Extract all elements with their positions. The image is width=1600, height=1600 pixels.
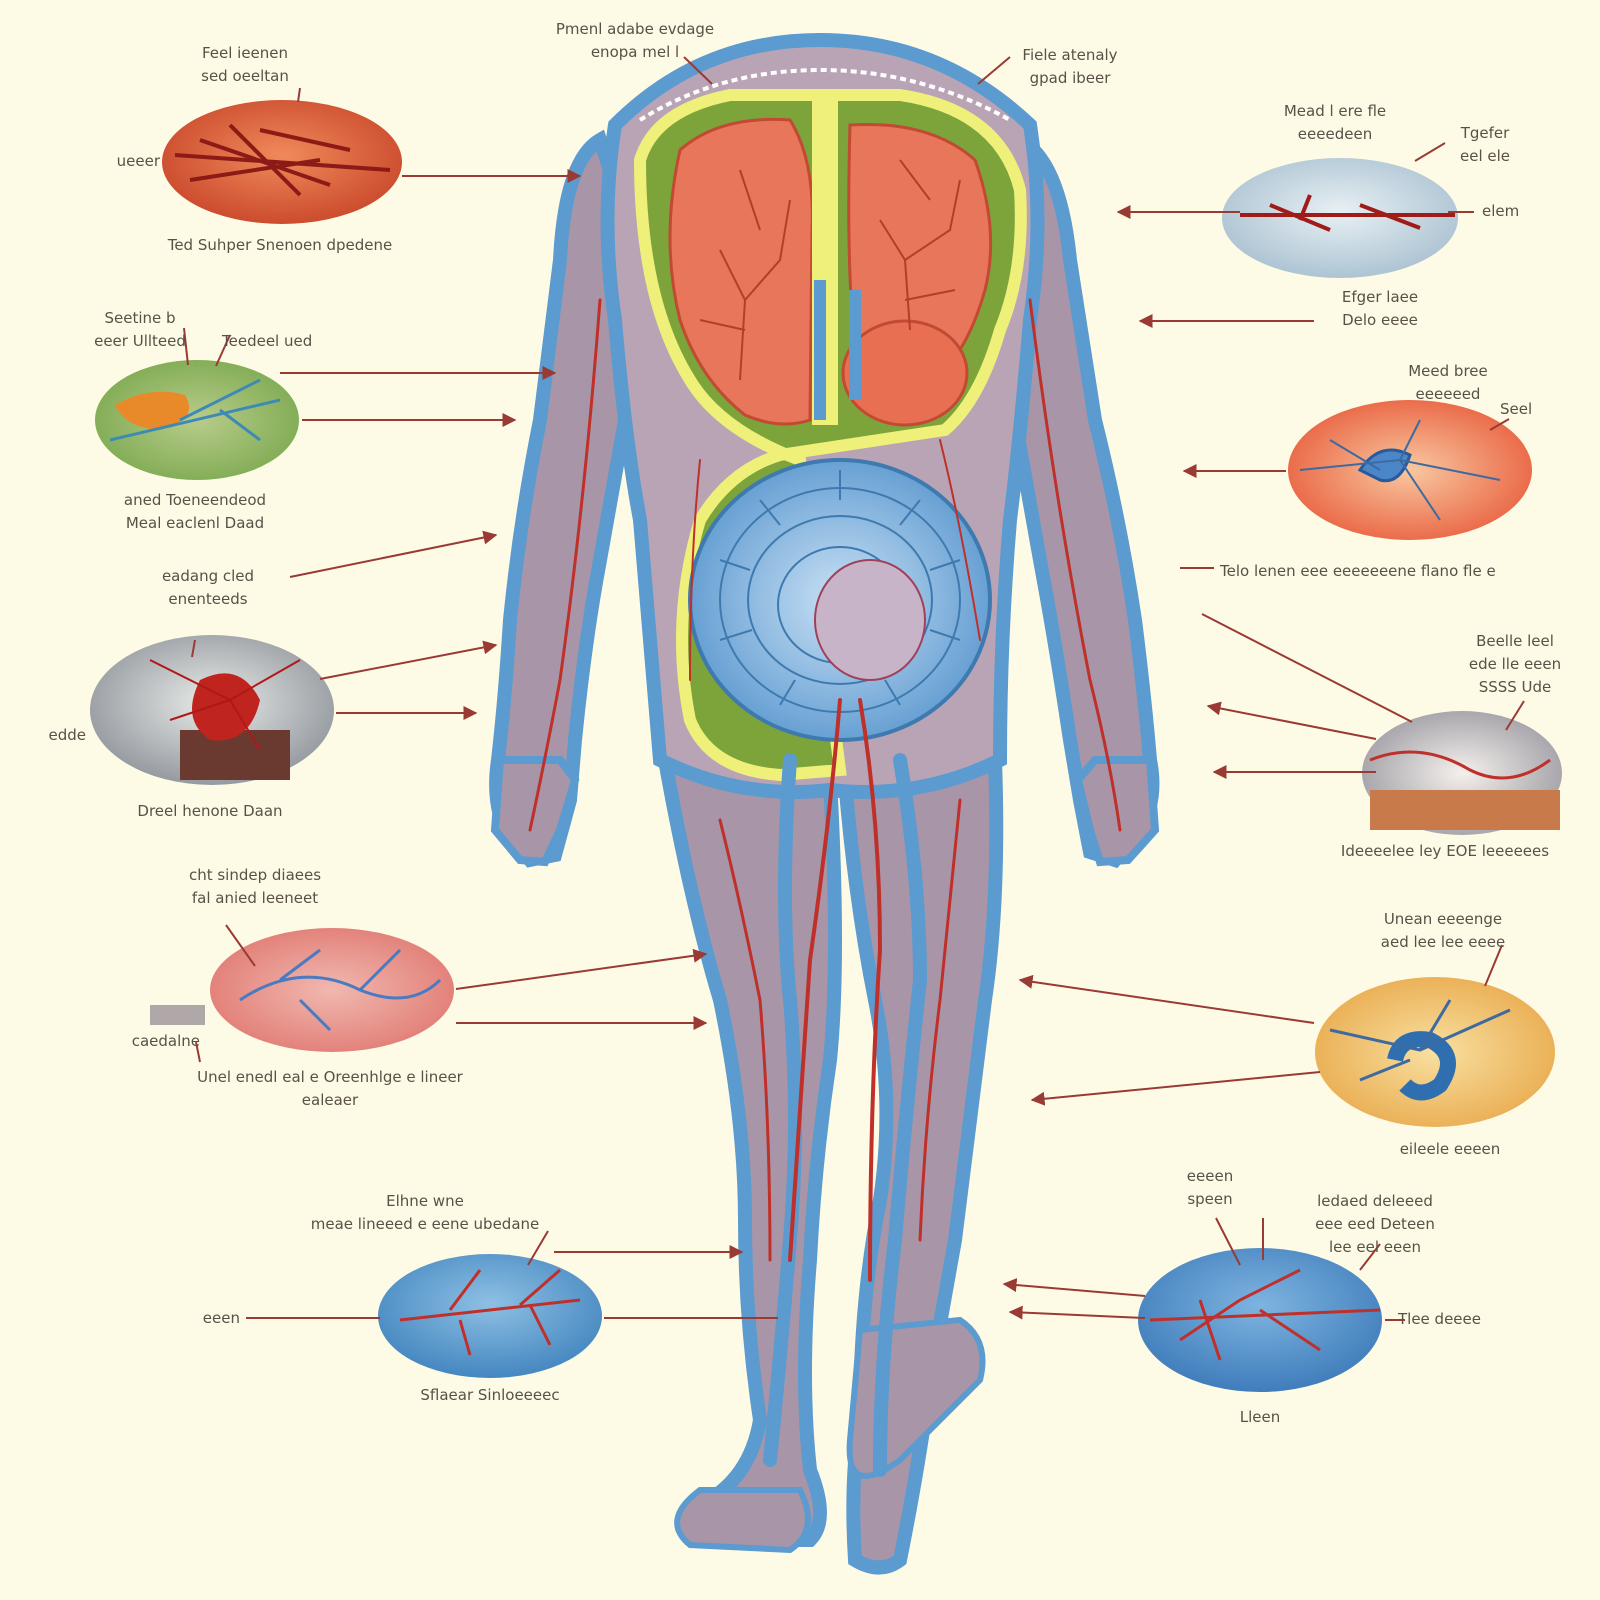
label-r1-heading: Mead l ere fle eeeedeen bbox=[1283, 102, 1387, 143]
body-figure bbox=[489, 32, 1160, 1575]
label-l3-caption: Dreel henone Daan bbox=[137, 802, 283, 820]
label-l3-side: edde bbox=[48, 726, 87, 744]
label-r3-heading: Beelle leel ede lle eeen SSSS Ude bbox=[1468, 632, 1562, 696]
label-l5-side: eeen bbox=[202, 1309, 240, 1327]
label-r5-caption: Lleen bbox=[1239, 1408, 1281, 1426]
leader-lines bbox=[183, 56, 1525, 1321]
label-r5-heading-1: eeeen speen bbox=[1186, 1167, 1234, 1208]
label-l1-side: ueeer bbox=[116, 152, 160, 170]
vignette-r5 bbox=[1138, 1248, 1382, 1392]
right-lung bbox=[847, 122, 993, 382]
vignette-l4 bbox=[150, 928, 454, 1052]
label-l4-caption: Unel enedl eal e Oreenhlge e lineer eale… bbox=[197, 1068, 463, 1109]
label-l2-caption: aned Toeneendeod Meal eaclenl Daad bbox=[123, 491, 267, 532]
vignette-l5 bbox=[378, 1254, 602, 1378]
left-foot bbox=[674, 1487, 811, 1554]
vignette-l3 bbox=[90, 635, 334, 785]
left-lung bbox=[668, 117, 814, 426]
label-r1-side-2: elem bbox=[1482, 202, 1520, 220]
label-top-2: Fiele atenaly gpad ibeer bbox=[1022, 46, 1118, 87]
label-top-1: Pmenl adabe evdage enopa mel l bbox=[555, 20, 715, 61]
label-l4-side: caedalne bbox=[131, 1032, 200, 1050]
mesentery bbox=[814, 559, 926, 681]
vignette-r3 bbox=[1362, 711, 1562, 835]
label-l4-heading: cht sindep diaees fal anied leeneet bbox=[188, 866, 322, 907]
label-l1-caption: Ted Suhper Snenoen dpedene bbox=[167, 236, 393, 254]
vignette-l1 bbox=[162, 100, 402, 224]
vignette-r1 bbox=[1222, 158, 1458, 278]
label-r2-heading: Meed bree eeeeeed bbox=[1408, 362, 1488, 403]
vessel-network bbox=[528, 298, 1122, 1477]
label-r1-side: Tgefer eel ele bbox=[1459, 124, 1511, 165]
left-leg bbox=[656, 751, 842, 1547]
label-r3-caption: Ideeeelee ley EOE leeeeees bbox=[1340, 842, 1550, 860]
label-l1-heading: Feel ieenen sed oeeltan bbox=[201, 44, 289, 85]
vignette-r2 bbox=[1288, 400, 1532, 540]
label-l2-side: Teedeel ued bbox=[222, 332, 313, 350]
label-r5-heading-2: ledaed deleeed eee eed Deteen lee eel ee… bbox=[1315, 1192, 1435, 1256]
label-r5-side: Tlee deeee bbox=[1398, 1310, 1481, 1328]
label-r2-side: Seel bbox=[1500, 400, 1533, 418]
label-r2-caption: Telo lenen eee eeeeeeene flano fle e bbox=[1220, 562, 1496, 580]
label-r1-caption: Efger laee Delo eeee bbox=[1341, 288, 1419, 329]
label-l2-heading: Seetine b eeer Ullteed bbox=[94, 309, 186, 350]
right-arm bbox=[1002, 129, 1160, 869]
aorta bbox=[814, 280, 861, 420]
heart bbox=[841, 319, 969, 427]
vignette-r4 bbox=[1315, 977, 1555, 1127]
label-l3-heading: eadang cled enenteeds bbox=[161, 567, 255, 608]
label-r4-caption: eileele eeeen bbox=[1399, 1140, 1501, 1158]
label-l5-heading: Elhne wne meae lineeed e eene ubedane bbox=[310, 1192, 540, 1233]
label-r4-heading: Unean eeeenge aed lee lee eeee bbox=[1380, 910, 1506, 951]
vignette-l2 bbox=[95, 360, 299, 480]
label-l5-caption: Sflaear Sinloeeeec bbox=[420, 1386, 560, 1404]
left-arm bbox=[489, 129, 633, 868]
